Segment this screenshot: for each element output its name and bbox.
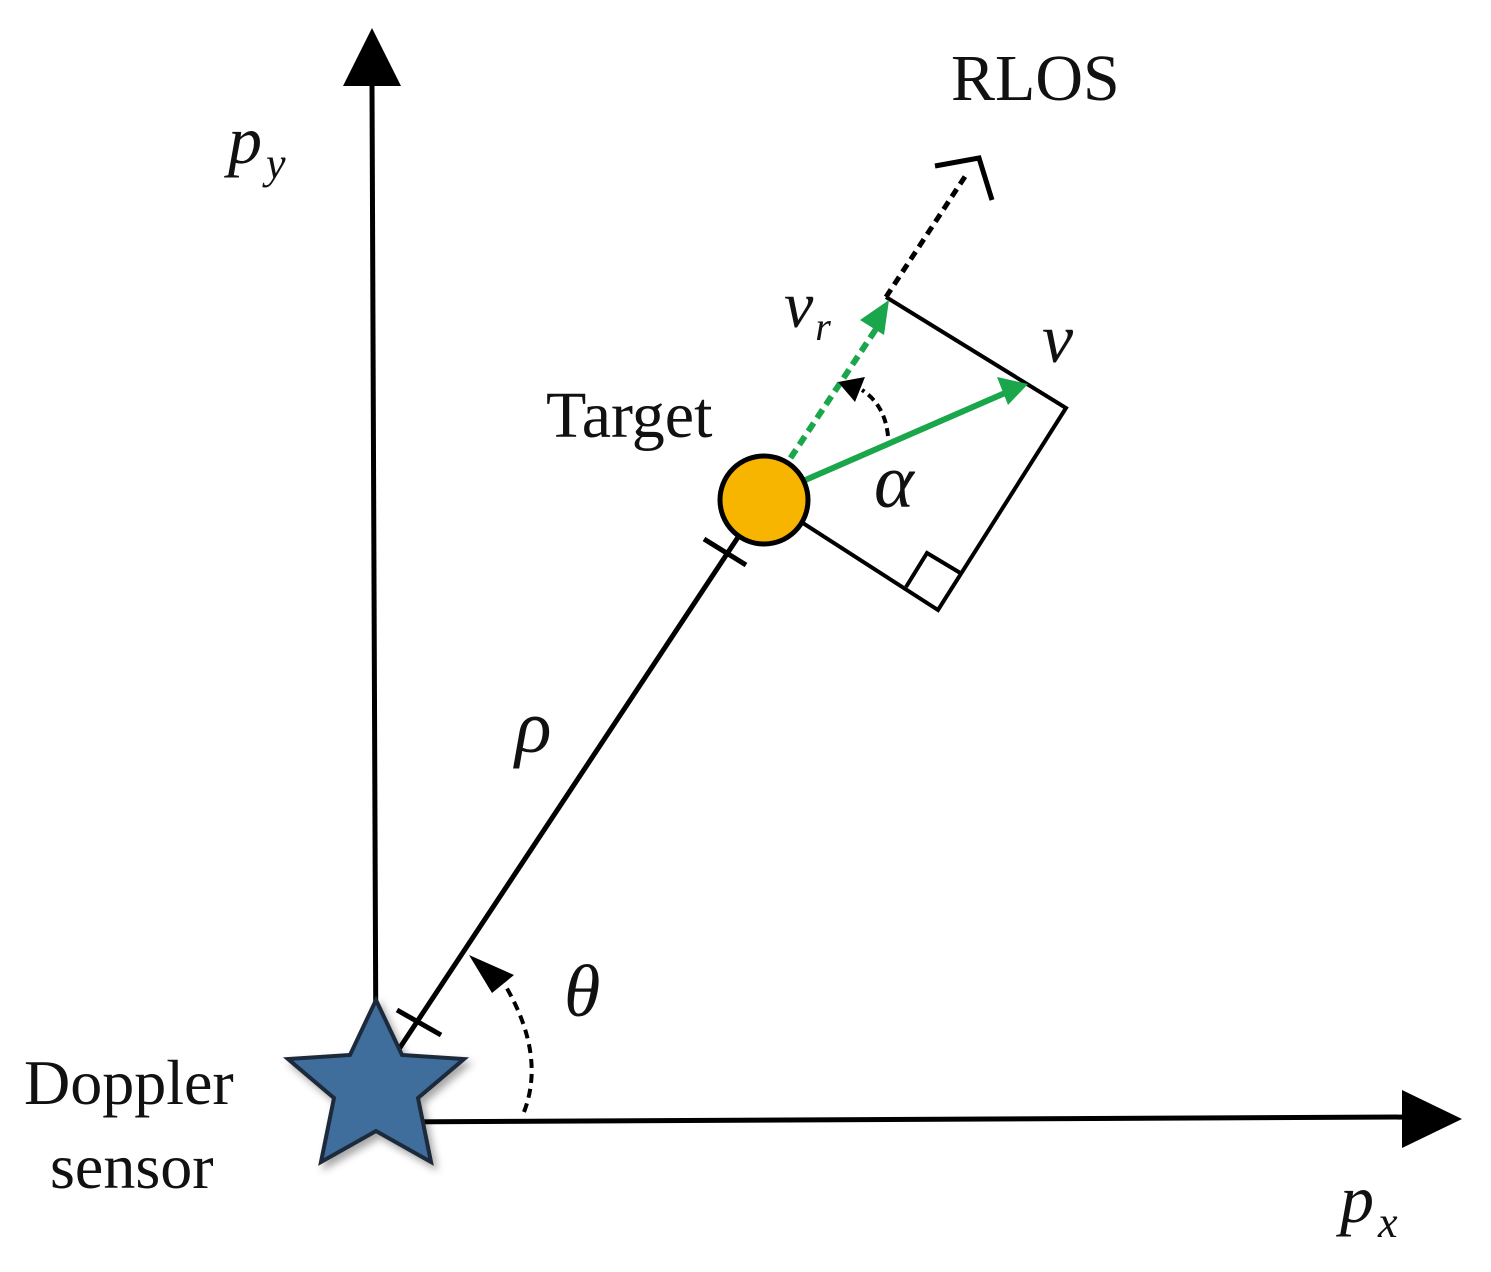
target-marker: [717, 453, 811, 547]
x-axis-arrowhead: [1402, 1090, 1462, 1148]
doppler-sensor-label-line1: Doppler: [24, 1047, 234, 1118]
px-axis-label: px: [1336, 1161, 1398, 1247]
doppler-sensor-label-line2: sensor: [50, 1131, 214, 1202]
target-label: Target: [546, 379, 712, 452]
v-label: v: [1042, 301, 1074, 378]
right-angle-marker: [904, 550, 964, 589]
py-axis-label: py: [224, 102, 286, 188]
doppler-sensor-star-icon: [282, 995, 470, 1166]
x-axis: [375, 1090, 1462, 1148]
theta-angle-arc: [469, 955, 534, 1113]
velocity-projection-rectangle: [762, 295, 1069, 613]
rho-label: ρ: [513, 685, 551, 769]
rlos-direction-arrow: [883, 155, 995, 299]
rlos-label: RLOS: [951, 42, 1120, 115]
y-axis: [343, 28, 401, 1076]
vr-label: vr: [784, 269, 831, 349]
range-line: [394, 496, 767, 1054]
theta-label: θ: [564, 951, 600, 1033]
range-tick-near-sensor: [395, 1007, 443, 1038]
alpha-angle-arc: [838, 377, 890, 437]
range-tick-near-target: [702, 536, 748, 568]
y-axis-arrowhead: [343, 28, 401, 86]
alpha-label: α: [874, 440, 916, 524]
